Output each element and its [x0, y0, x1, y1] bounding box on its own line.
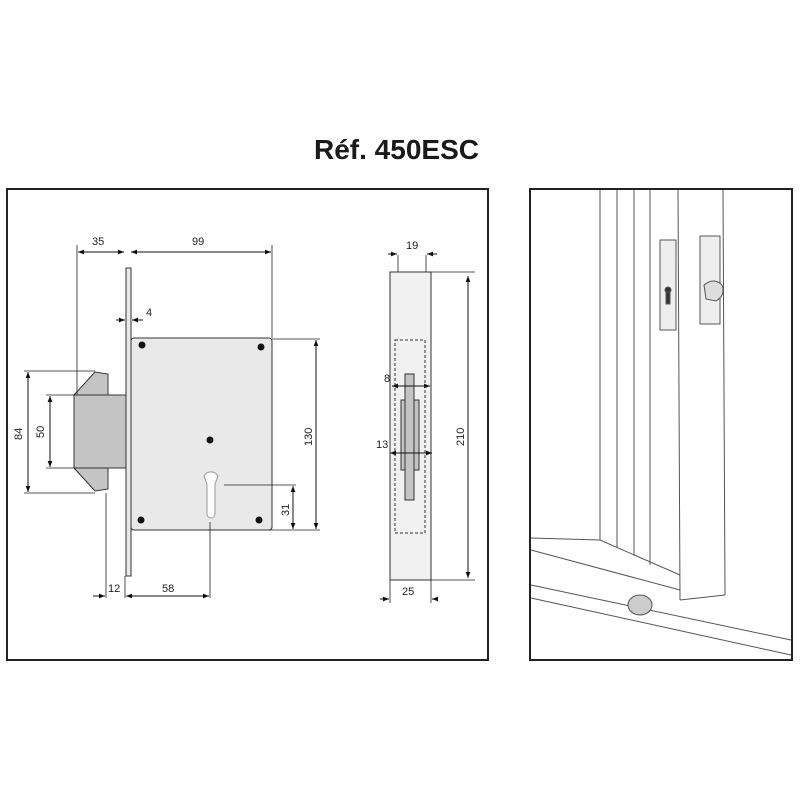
dim-25: 25	[402, 586, 414, 598]
side-bolt	[404, 373, 415, 501]
lock-case	[130, 337, 273, 531]
dim-12: 12	[108, 583, 120, 595]
door-installation-illustration	[530, 189, 792, 656]
screws	[137, 341, 265, 524]
dim-35: 35	[92, 236, 104, 248]
dim-13: 13	[376, 439, 388, 451]
reference-title: Réf. 450ESC	[314, 134, 479, 165]
cylinder-keyhole	[203, 471, 219, 519]
faceplate	[125, 267, 132, 577]
dim-210: 210	[455, 428, 467, 446]
dim-130: 130	[303, 428, 315, 446]
dim-99: 99	[192, 236, 204, 248]
side-case	[394, 339, 426, 534]
right-panel-frame	[529, 188, 793, 661]
dim-31: 31	[280, 504, 292, 516]
dim-4: 4	[146, 307, 152, 319]
front-view	[24, 245, 320, 599]
dim-50: 50	[35, 426, 47, 438]
left-panel-frame	[6, 188, 489, 661]
bolt	[73, 394, 127, 469]
side-view	[380, 251, 475, 603]
dim-58: 58	[162, 583, 174, 595]
dim-19: 19	[406, 240, 418, 252]
dim-84: 84	[13, 428, 25, 440]
spindle-hole	[206, 436, 214, 444]
dimension-labels: 35 99 4 84 50 130 31 12 58 19 8 13 210 2…	[13, 236, 467, 598]
dim-8: 8	[384, 373, 390, 385]
